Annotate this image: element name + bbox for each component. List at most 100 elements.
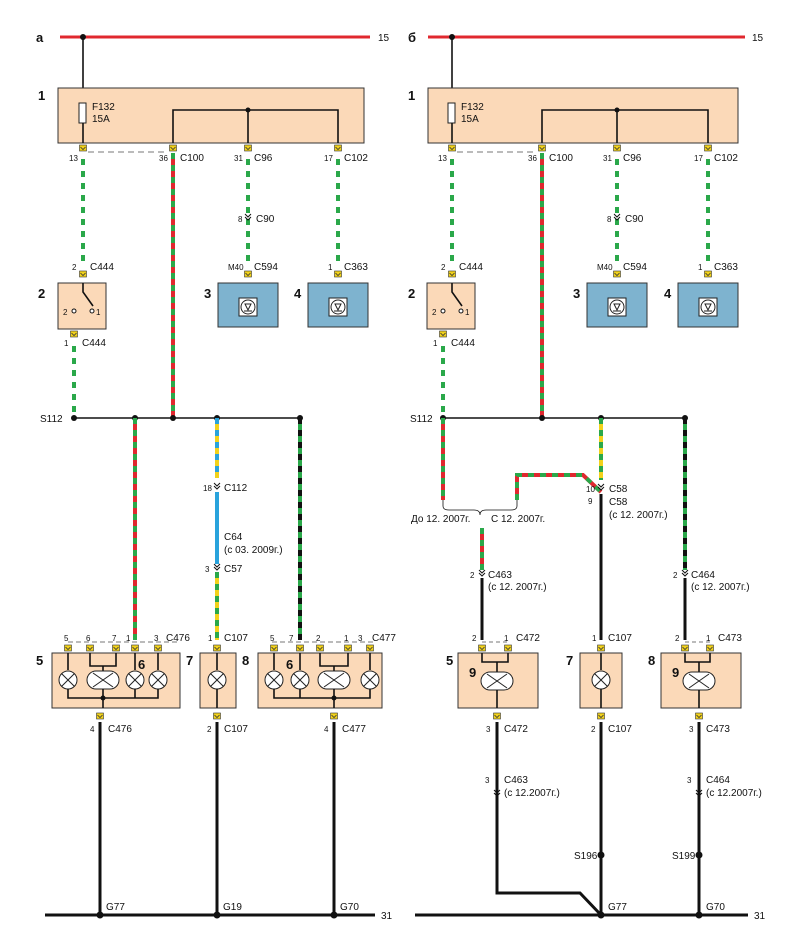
pin-label: 1 [344,634,349,643]
ground-label: G77 [106,902,125,913]
pin-label: 13 [438,154,447,163]
pin-label: 6 [86,634,91,643]
pin-label: 1 [504,634,509,643]
pin-label: 8 [607,215,612,224]
connector-label: C472 [504,724,528,735]
pin-label: 1 [698,263,703,272]
component-number: 4 [664,286,672,301]
date-note: (с 12.2007г.) [504,788,560,799]
pin-label: 1 [208,634,213,643]
pin-label: 31 [603,154,612,163]
pin-label: 7 [112,634,117,643]
component-number: 1 [38,88,45,103]
panel-a-label: а [36,30,44,45]
connector-label: C477 [372,633,396,644]
connector-label: C90 [256,214,275,225]
connector-label: C464 [706,775,730,786]
connector-label: C363 [714,262,738,273]
panel-b: б 15 1 F132 15A 13 36 C100 31 C96 17 C10… [408,30,766,922]
connector-label: C463 [488,570,512,581]
pin-label: 1 [96,308,101,317]
pin-label: 3 [689,725,694,734]
connector-label: C100 [549,153,573,164]
fuse-name: F132 [92,102,115,113]
pin-label: 2 [470,571,475,580]
connector-label: C444 [90,262,114,273]
connector-label: C476 [108,724,132,735]
date-note: До 12. 2007г. [411,514,470,525]
pin-label: 2 [441,263,446,272]
fuse-icon [78,102,87,124]
pin-label: 2 [316,634,321,643]
splice-label: S196 [574,851,598,862]
component-number: 5 [36,653,43,668]
module-1-a [57,87,365,144]
pin-label: 7 [289,634,294,643]
component-number: 4 [294,286,302,301]
connector-label: C96 [254,153,273,164]
connector-label: C477 [342,724,366,735]
panel-b-label: б [408,30,416,45]
pin-label: 3 [205,565,210,574]
pin-label: 1 [592,634,597,643]
connector-label: C58 [609,497,628,508]
component-number: 3 [573,286,580,301]
connector-label: C473 [706,724,730,735]
pin-label: 17 [694,154,703,163]
pin-label: 1 [706,634,711,643]
pin-label: 2 [675,634,680,643]
pin-label: M40 [228,263,244,272]
module-1-b [427,87,739,144]
connector-label: C102 [344,153,368,164]
connector-label: C594 [254,262,278,273]
connector-label: C58 [609,484,628,495]
connector-label: C90 [625,214,644,225]
component-number: 6 [138,657,145,672]
connector-label: C476 [166,633,190,644]
pin-label: 1 [465,308,470,317]
component-number: 8 [648,653,655,668]
splice-label: S112 [40,414,63,425]
date-note: С 12. 2007г. [491,514,545,525]
pin-label: 3 [687,776,692,785]
pin-label: 17 [324,154,333,163]
pin-label: 2 [591,725,596,734]
connector-label: C107 [608,724,632,735]
rail-15-b-label: 15 [752,33,764,44]
pin-label: 18 [203,484,212,493]
pin-label: 2 [673,571,678,580]
date-note: (с 12.2007г.) [706,788,762,799]
pin-label: 4 [324,725,329,734]
fuse-name: F132 [461,102,484,113]
component-number: 7 [566,653,573,668]
fuse-rating: 15A [92,114,110,125]
rail-31-b-label: 31 [754,911,766,922]
rail-31-a-label: 31 [381,911,393,922]
ground-label: G77 [608,902,627,913]
component-number: 9 [672,665,679,680]
pin-label: 2 [72,263,77,272]
component-number: 9 [469,665,476,680]
connector-label: C64 [224,532,243,543]
pin-label: 13 [69,154,78,163]
connector-label: C363 [344,262,368,273]
pin-label: 8 [238,215,243,224]
pin-label: 3 [358,634,363,643]
pin-label: 31 [234,154,243,163]
component-number: 1 [408,88,415,103]
pin-label: 10 [586,485,595,494]
connector-label: C102 [714,153,738,164]
pin-label: 36 [159,154,168,163]
connector-label: C464 [691,570,715,581]
pin-label: 5 [64,634,69,643]
date-note: (с 12. 2007г.) [691,582,750,593]
fuse-rating: 15A [461,114,479,125]
pin-label: 2 [472,634,477,643]
component-number: 2 [408,286,415,301]
pin-label: 2 [432,308,437,317]
pin-label: 3 [486,725,491,734]
component-number: 7 [186,653,193,668]
connector-label: C107 [224,633,248,644]
connector-label: C57 [224,564,243,575]
pin-label: 36 [528,154,537,163]
